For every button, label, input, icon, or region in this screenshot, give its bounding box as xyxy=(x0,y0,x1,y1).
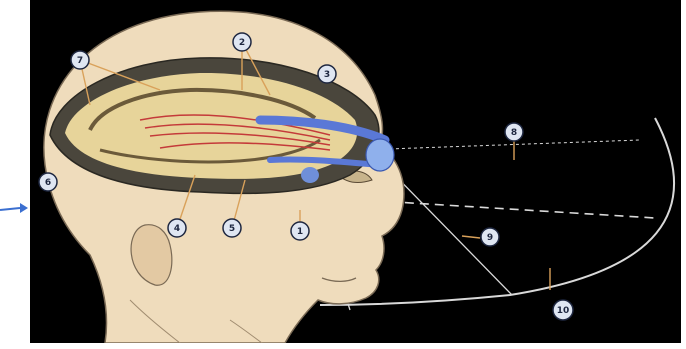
marker-6-label: 6 xyxy=(45,178,51,188)
marker-10: 10 xyxy=(553,300,573,320)
visual-pathway-diagram: 1 2 3 4 5 6 7 8 xyxy=(30,0,681,343)
marker-3: 3 xyxy=(318,65,336,83)
marker-4: 4 xyxy=(168,219,186,237)
marker-2: 2 xyxy=(233,33,251,51)
marker-3-label: 3 xyxy=(324,70,330,80)
marker-4-label: 4 xyxy=(174,224,180,234)
marker-1-label: 1 xyxy=(297,227,303,237)
marker-6: 6 xyxy=(39,173,57,191)
side-arrow-icon xyxy=(0,200,28,216)
marker-1: 1 xyxy=(291,222,309,240)
marker-5-label: 5 xyxy=(229,224,235,234)
marker-7-label: 7 xyxy=(77,56,83,66)
marker-9-label: 9 xyxy=(487,233,493,243)
marker-8: 8 xyxy=(505,123,523,141)
marker-8-label: 8 xyxy=(511,128,517,138)
marker-2-label: 2 xyxy=(239,38,245,48)
marker-9: 9 xyxy=(481,228,499,246)
marker-7: 7 xyxy=(71,51,89,69)
marker-10-label: 10 xyxy=(557,306,570,316)
marker-5: 5 xyxy=(223,219,241,237)
